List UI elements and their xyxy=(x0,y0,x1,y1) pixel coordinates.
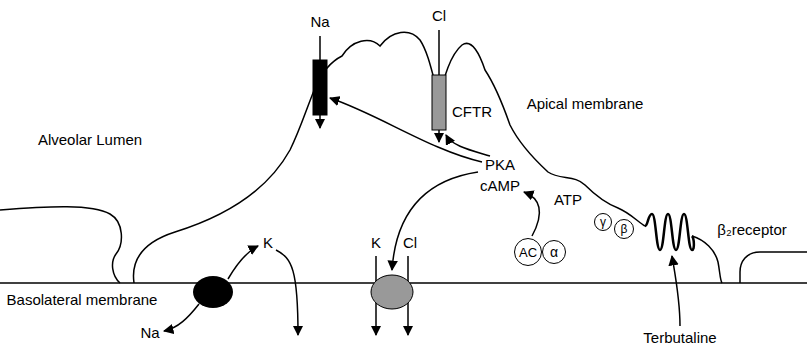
messenger-label: cAMP xyxy=(480,178,520,194)
ion-label: K xyxy=(371,235,381,251)
enzyme-label: PKA xyxy=(485,157,515,173)
label-slot: Basolateral membrane xyxy=(7,291,158,309)
subunit-circle: AC xyxy=(514,238,542,266)
ion-label: Cl xyxy=(432,8,446,24)
k-leak-arrow xyxy=(276,250,298,335)
label-slot: Alveolar Lumen xyxy=(38,131,142,149)
ion-label: K xyxy=(263,235,273,251)
ion-label: Cl xyxy=(403,235,417,251)
subunit-circle: γ xyxy=(594,213,612,231)
terbutaline-arrow xyxy=(672,256,680,326)
region-label: Alveolar Lumen xyxy=(38,132,142,148)
label-slot: β₂receptor xyxy=(717,221,786,239)
ion-label: Na xyxy=(140,325,159,341)
label-slot: CFTR xyxy=(452,103,492,121)
label-slot: Cl xyxy=(432,7,446,25)
ion-label: Na xyxy=(310,14,329,30)
label-slot: K xyxy=(263,234,273,252)
channel-label: CFTR xyxy=(452,104,492,120)
membrane-label: Basolateral membrane xyxy=(7,292,158,308)
label-slot: Na xyxy=(310,13,329,31)
atp-to-camp-arrow xyxy=(524,192,539,236)
apical-membrane-line xyxy=(133,32,645,283)
beta2-receptor-helix xyxy=(645,214,694,250)
k-cl-channel xyxy=(371,275,413,309)
neighbor-cell-right xyxy=(740,252,807,283)
na-channel xyxy=(313,60,327,115)
label-slot: cAMP xyxy=(480,177,520,195)
k-uptake-arrow xyxy=(228,246,258,279)
subunit-name: α xyxy=(550,245,558,259)
cftr-channel xyxy=(432,75,446,130)
label-slot: PKA xyxy=(485,156,515,174)
pka-to-channel-arrow xyxy=(392,172,478,270)
substrate-label: ATP xyxy=(554,192,582,208)
subunit-circle: β xyxy=(614,219,634,239)
receptor-label: β₂receptor xyxy=(717,222,786,238)
label-slot: Terbutaline xyxy=(643,329,716,347)
subunit-name: γ xyxy=(600,216,606,228)
subunit-name: β xyxy=(621,223,628,235)
na-k-pump xyxy=(193,276,233,308)
label-slot: K xyxy=(371,234,381,252)
subunit-circle: α xyxy=(542,240,566,264)
neighbor-cell-left xyxy=(0,207,121,283)
na-extrusion-arrow xyxy=(164,304,199,331)
subunit-name: AC xyxy=(519,246,537,259)
label-slot: Na xyxy=(140,324,159,342)
pka-to-cftr-arrow xyxy=(446,135,490,156)
label-slot: Cl xyxy=(403,234,417,252)
label-slot: ATP xyxy=(554,191,582,209)
membrane-label: Apical membrane xyxy=(527,96,644,112)
label-slot: Apical membrane xyxy=(527,95,644,113)
membrane-right-part xyxy=(692,236,722,283)
drug-label: Terbutaline xyxy=(643,330,716,346)
